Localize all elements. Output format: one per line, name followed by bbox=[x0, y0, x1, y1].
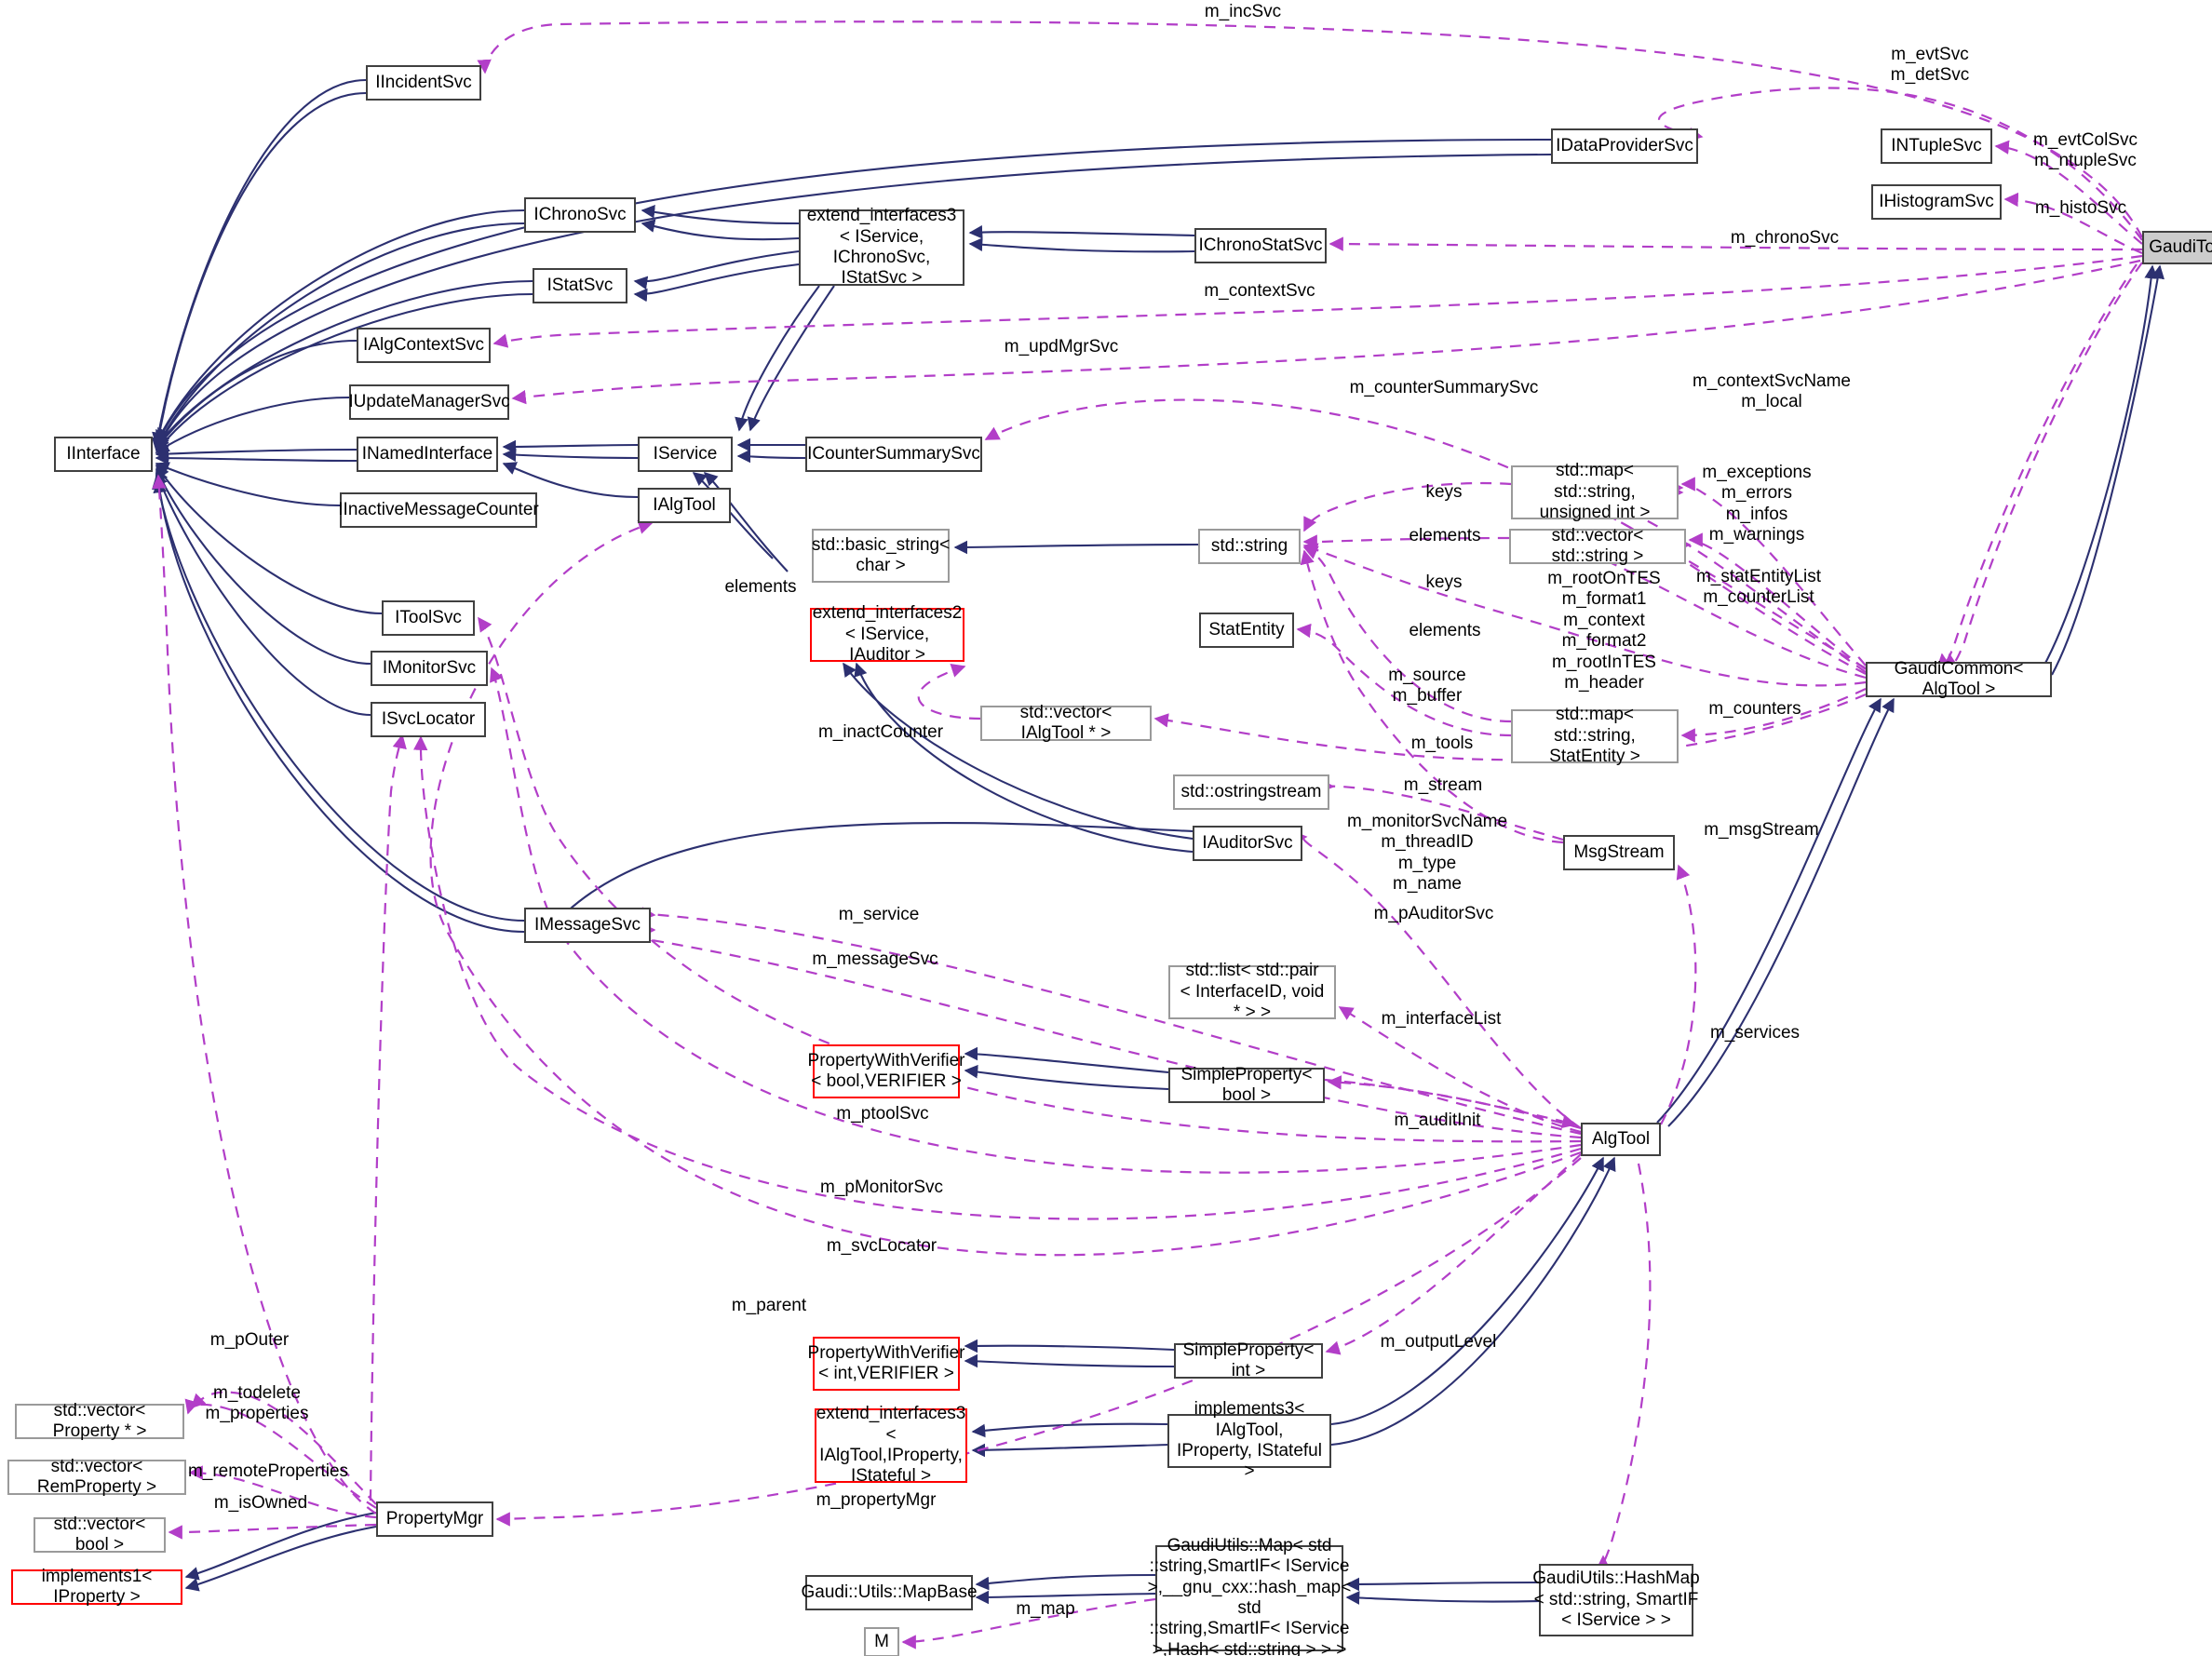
edge-label-keys: keys bbox=[1425, 572, 1463, 592]
edge-label-m_services: m_services bbox=[1709, 1023, 1801, 1043]
edge-label-m_contextSvc: m_contextSvc bbox=[1204, 281, 1315, 301]
class-node-extend_interfaces2[interactable]: extend_interfaces2 < IService, IAuditor … bbox=[810, 603, 964, 665]
class-node-SimplePropertyBool[interactable]: SimpleProperty< bool > bbox=[1168, 1065, 1325, 1105]
edge-label-m_ptoolSvc: m_ptoolSvc bbox=[836, 1104, 929, 1124]
edge-label-m_counterSummarySvc: m_counterSummarySvc bbox=[1349, 378, 1539, 397]
class-node-StatEntity[interactable]: StatEntity bbox=[1199, 613, 1294, 648]
edge-label-m_svcLocator: m_svcLocator bbox=[826, 1236, 937, 1256]
edge-label-m_exceptions: m_exceptions m_errors m_infos m_warnings bbox=[1702, 463, 1812, 545]
class-node-IMessageSvc[interactable]: IMessageSvc bbox=[524, 908, 651, 943]
edge-label-m_messageSvc: m_messageSvc bbox=[812, 949, 938, 969]
class-node-ICounterSummarySvc[interactable]: ICounterSummarySvc bbox=[805, 437, 982, 472]
class-node-PropertyMgr[interactable]: PropertyMgr bbox=[376, 1501, 493, 1537]
class-node-stdvectorbool[interactable]: std::vector< bool > bbox=[34, 1515, 166, 1555]
edge-label-m_contextSvcName: m_contextSvcName m_local bbox=[1692, 371, 1852, 412]
class-node-stdbasicstringchar[interactable]: std::basic_string< char > bbox=[812, 529, 950, 583]
class-node-IDataProviderSvc[interactable]: IDataProviderSvc bbox=[1551, 128, 1698, 164]
edge-label-m_histoSvc: m_histoSvc bbox=[2034, 198, 2127, 218]
class-node-IChronoSvc[interactable]: IChronoSvc bbox=[524, 197, 636, 233]
edge-label-m_incSvc: m_incSvc bbox=[1204, 2, 1282, 21]
class-node-SimplePropertyInt[interactable]: SimpleProperty< int > bbox=[1174, 1340, 1323, 1380]
class-node-stdvectorPropertyPtr[interactable]: std::vector< Property * > bbox=[15, 1401, 184, 1441]
class-node-GaudiTool[interactable]: GaudiTool bbox=[2142, 231, 2212, 264]
class-node-IAuditorSvc[interactable]: IAuditorSvc bbox=[1193, 826, 1302, 861]
class-node-IAlgTool[interactable]: IAlgTool bbox=[638, 488, 731, 523]
class-node-extend_interfaces3a[interactable]: extend_interfaces3 < IService, IChronoSv… bbox=[799, 206, 964, 288]
edge-label-m_pMonitorSvc: m_pMonitorSvc bbox=[820, 1178, 943, 1197]
class-node-GaudiCommonAlgTool[interactable]: GaudiCommon< AlgTool > bbox=[1866, 659, 2052, 699]
edge-label-m_outputLevel: m_outputLevel bbox=[1380, 1332, 1497, 1352]
class-node-IInterface[interactable]: IInterface bbox=[54, 437, 153, 472]
edge-label-m_evtSvc: m_evtSvc m_detSvc bbox=[1890, 45, 1970, 86]
class-node-IAlgContextSvc[interactable]: IAlgContextSvc bbox=[357, 328, 491, 363]
class-node-INTupleSvc[interactable]: INTupleSvc bbox=[1881, 128, 1992, 164]
class-node-stdvectorRemProperty[interactable]: std::vector< RemProperty > bbox=[7, 1457, 186, 1497]
edge-label-m_service: m_service bbox=[838, 905, 920, 924]
edge-label-m_source: m_source m_buffer bbox=[1388, 666, 1466, 707]
edge-label-m_statEntityList: m_statEntityList m_counterList bbox=[1695, 567, 1822, 608]
class-node-IChronoStatSvc[interactable]: IChronoStatSvc bbox=[1194, 228, 1327, 263]
class-node-extend_interfaces3b[interactable]: extend_interfaces3 < IAlgTool,IProperty,… bbox=[815, 1404, 967, 1487]
edge-label-m_pAuditorSvc: m_pAuditorSvc bbox=[1373, 904, 1494, 923]
edge-label-m_stream: m_stream bbox=[1403, 775, 1483, 795]
edge-label-m_tools: m_tools bbox=[1410, 734, 1474, 753]
class-node-IStatSvc[interactable]: IStatSvc bbox=[533, 268, 627, 303]
class-node-IToolSvc[interactable]: IToolSvc bbox=[382, 600, 475, 636]
class-node-implements1IProperty[interactable]: implements1< IProperty > bbox=[11, 1567, 182, 1607]
class-node-IInactiveMessageCounter[interactable]: IInactiveMessageCounter bbox=[338, 492, 539, 528]
edge-label-m_chronoSvc: m_chronoSvc bbox=[1730, 228, 1840, 248]
edge-label-m_rootOnTES: m_rootOnTES m_format1 m_context m_format… bbox=[1547, 569, 1661, 693]
edge-label-m_inactCounter: m_inactCounter bbox=[817, 722, 944, 742]
class-node-GaudiUtilsMap[interactable]: GaudiUtils::Map< std ::string,SmartIF< I… bbox=[1147, 1535, 1352, 1656]
class-node-PropertyWithVerifierBool[interactable]: PropertyWithVerifier < bool,VERIFIER > bbox=[808, 1044, 964, 1098]
edge-label-m_counters: m_counters bbox=[1708, 699, 1801, 719]
class-node-IIncidentSvc[interactable]: IIncidentSvc bbox=[366, 65, 481, 101]
edge-label-m_msgStream: m_msgStream bbox=[1704, 820, 1819, 840]
class-node-stdmapstringStatEntity[interactable]: std::map< std::string, StatEntity > bbox=[1511, 705, 1679, 766]
edge-label-m_todelete: m_todelete m_properties bbox=[205, 1383, 309, 1424]
class-node-IService[interactable]: IService bbox=[638, 437, 733, 472]
edge-label-m_parent: m_parent bbox=[731, 1296, 807, 1315]
class-node-stdstring[interactable]: std::string bbox=[1198, 529, 1301, 564]
edge-label-m_updMgrSvc: m_updMgrSvc bbox=[1004, 337, 1119, 357]
edge-label-m_map: m_map bbox=[1016, 1599, 1075, 1619]
class-node-MsgStream[interactable]: MsgStream bbox=[1563, 835, 1675, 870]
class-node-stdmapstringuint[interactable]: std::map< std::string, unsigned int > bbox=[1511, 461, 1679, 522]
class-node-implements3[interactable]: implements3< IAlgTool, IProperty, IState… bbox=[1167, 1399, 1331, 1481]
edge-label-elements: elements bbox=[1409, 526, 1481, 545]
edge-label-m_interfaceList: m_interfaceList bbox=[1381, 1009, 1502, 1029]
class-node-INamedInterface[interactable]: INamedInterface bbox=[357, 437, 498, 472]
edge-label-elements: elements bbox=[1409, 621, 1481, 640]
class-node-stdlistpair[interactable]: std::list< std::pair < InterfaceID, void… bbox=[1168, 961, 1336, 1022]
class-node-IHistogramSvc[interactable]: IHistogramSvc bbox=[1871, 184, 2002, 220]
class-node-stdostringstream[interactable]: std::ostringstream bbox=[1173, 774, 1329, 810]
class-node-ISvcLocator[interactable]: ISvcLocator bbox=[371, 702, 486, 737]
class-node-PropertyWithVerifierInt[interactable]: PropertyWithVerifier < int,VERIFIER > bbox=[808, 1337, 964, 1391]
class-node-stdvectorstring[interactable]: std::vector< std::string > bbox=[1509, 526, 1686, 566]
class-node-GaudiUtilsHashMap[interactable]: GaudiUtils::HashMap < std::string, Smart… bbox=[1532, 1564, 1700, 1636]
edge-label-keys: keys bbox=[1425, 482, 1463, 502]
class-node-stdvectorIAlgTool[interactable]: std::vector< IAlgTool * > bbox=[980, 703, 1152, 743]
edge-label-m_evtColSvc: m_evtColSvc m_ntupleSvc bbox=[2033, 130, 2138, 171]
edge-label-elements: elements bbox=[724, 577, 797, 597]
class-node-IMonitorSvc[interactable]: IMonitorSvc bbox=[371, 651, 488, 686]
class-node-GaudiUtilsMapBase[interactable]: Gaudi::Utils::MapBase bbox=[801, 1575, 978, 1610]
class-node-AlgTool[interactable]: AlgTool bbox=[1581, 1123, 1661, 1156]
edge-label-m_isOwned: m_isOwned bbox=[213, 1493, 308, 1513]
class-node-M[interactable]: M bbox=[864, 1627, 899, 1656]
edge-label-m_remoteProperties: m_remoteProperties bbox=[187, 1461, 349, 1481]
edge-label-m_propertyMgr: m_propertyMgr bbox=[816, 1490, 937, 1510]
edge-label-m_monitorSvcName: m_monitorSvcName m_threadID m_type m_nam… bbox=[1346, 812, 1508, 895]
edge-label-m_auditInit: m_auditInit bbox=[1394, 1111, 1481, 1130]
edge-label-m_pOuter: m_pOuter bbox=[209, 1330, 290, 1350]
class-node-IUpdateManagerSvc[interactable]: IUpdateManagerSvc bbox=[348, 384, 510, 420]
